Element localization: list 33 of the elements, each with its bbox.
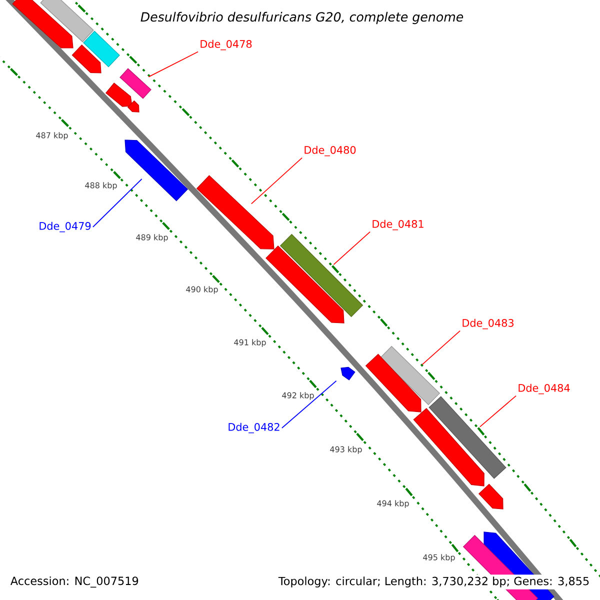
gene-block bbox=[124, 140, 188, 202]
gene-bar bbox=[40, 0, 94, 42]
gene-label: Dde_0480 bbox=[304, 146, 356, 156]
gene-label: Dde_0478 bbox=[200, 40, 252, 50]
leader-line bbox=[422, 330, 461, 366]
gene-label: Dde_0484 bbox=[518, 384, 570, 394]
gene-label: Dde_0481 bbox=[372, 220, 424, 230]
title: Desulfovibrio desulfuricans G20, complete genome bbox=[140, 12, 464, 24]
leader-line bbox=[333, 231, 371, 265]
scale-label: 494 kbp bbox=[377, 500, 409, 508]
scale-label: 489 kbp bbox=[136, 234, 168, 242]
scale-label: 490 kbp bbox=[186, 286, 218, 294]
leader-line bbox=[282, 380, 337, 428]
gene-bar bbox=[83, 30, 120, 68]
scale-label: 488 kbp bbox=[85, 182, 117, 190]
footer-text: Topology: circular; Length: 3,730,232 bp; Genes: 3,855 bbox=[276, 574, 592, 590]
leader-line bbox=[250, 157, 303, 204]
gene-block bbox=[340, 366, 356, 380]
scale-label: 491 kbp bbox=[234, 339, 266, 347]
gene-label: Dde_0482 bbox=[228, 422, 280, 434]
scale-label: 493 kbp bbox=[330, 446, 362, 454]
leader-line bbox=[92, 178, 142, 228]
gene-block bbox=[12, 0, 74, 48]
leader-line bbox=[148, 51, 199, 78]
gene-bar bbox=[428, 396, 506, 479]
scale-label: 487 kbp bbox=[36, 132, 68, 140]
gene-label: Dde_0479 bbox=[40, 222, 91, 232]
gene-label: Dde_0483 bbox=[462, 318, 514, 330]
leader-line bbox=[480, 395, 517, 428]
gene-bar bbox=[120, 68, 152, 99]
scale-label: 495 kbp bbox=[423, 554, 455, 562]
scale-label: 492 kbp bbox=[282, 392, 314, 400]
footer-text: Accession: NC_007519 bbox=[8, 574, 141, 590]
